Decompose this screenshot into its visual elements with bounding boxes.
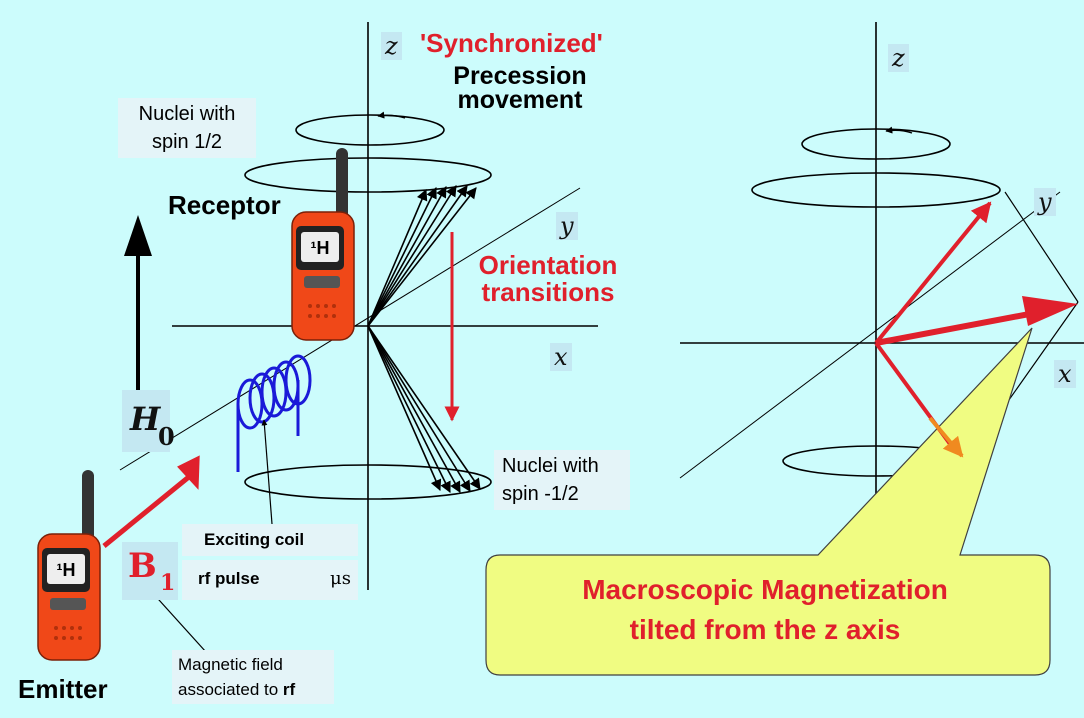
b1-arrow [102,455,200,548]
right-precession-ellipses [751,128,1001,477]
orientation-transitions-title: Orientation transitions [478,250,618,307]
tilt-guide-upper [1004,191,1079,303]
magnetic-field-label: Magnetic field associated to rf [172,650,334,704]
exciting-coil [236,354,312,472]
rf-pulse-label-box: rf pulse μs [182,560,358,600]
upper-spin-ellipse [244,157,492,193]
emitter-device-icon: ¹H [37,470,101,661]
svg-text:¹H: ¹H [311,238,330,258]
b1-pointer [149,589,207,653]
b1-symbol: B 1 [122,542,178,600]
rf-pulse-label: rf pulse [198,569,260,588]
magnetization-vectors [874,201,1078,458]
left-z-label: z [381,32,402,60]
right-rotation-arrow [885,126,913,134]
svg-text:¹H: ¹H [57,560,76,580]
nuclei-spin-up-label: Nuclei with spin 1/2 [118,98,256,158]
spin-down-vectors [367,325,481,494]
right-y-axis [679,191,1061,479]
left-y-label: y [556,212,578,240]
microseconds-label: μs [330,568,351,589]
callout-shape [485,327,1051,676]
callout-text: Macroscopic Magnetization tilted from th… [582,574,948,645]
receptor-device-icon: ¹H [291,148,355,341]
nuclei-spin-down-label: Nuclei with spin -1/2 [494,450,630,510]
left-x-label: x [550,343,572,371]
right-x-label: x [1054,360,1076,388]
left-precession-ellipses [244,114,492,500]
small-precession-ellipse [295,114,445,146]
right-y-label: y [1034,188,1056,216]
spin-up-vectors [367,185,477,327]
precession-rotation-arrow [377,111,406,119]
exciting-coil-label: Exciting coil [182,524,358,556]
lower-spin-ellipse [244,464,492,500]
right-axes [679,22,1084,560]
h0-arrow [124,215,152,390]
h0-symbol: H 0 [122,390,175,452]
receptor-label: Receptor [168,190,281,220]
precession-title: Precession movement [453,62,587,114]
coil-pointer [261,419,273,525]
right-z-label: z [888,44,909,72]
emitter-label: Emitter [18,674,108,704]
synchronized-title: 'Synchronized' [420,28,603,58]
